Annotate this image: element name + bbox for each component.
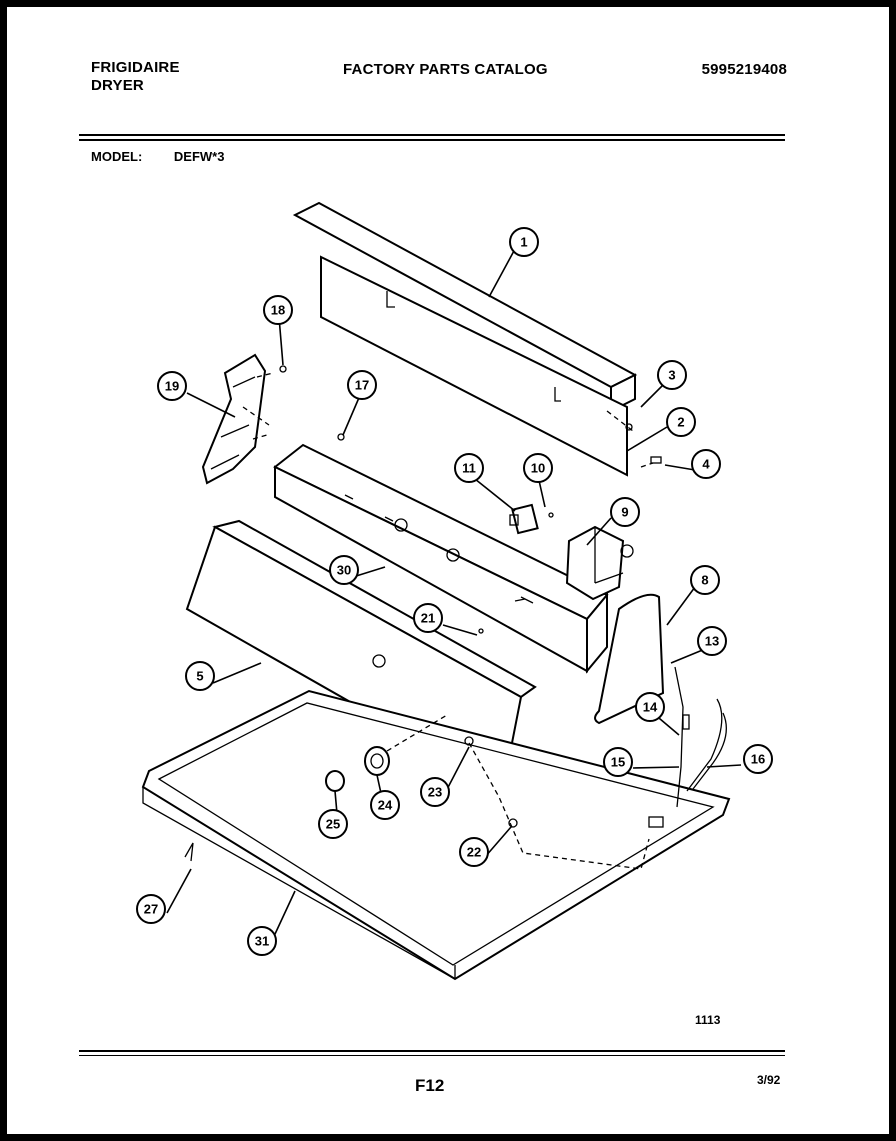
callout-30: 30 <box>329 555 359 585</box>
svg-text:8: 8 <box>701 573 708 588</box>
drawing-number: 1113 <box>695 1013 721 1027</box>
callout-21: 21 <box>413 603 443 633</box>
catalog-part-number: 5995219408 <box>701 61 787 78</box>
control-panel-body-part <box>273 443 609 674</box>
callout-15: 15 <box>603 747 633 777</box>
callout-23: 23 <box>420 777 450 807</box>
svg-text:23: 23 <box>428 785 442 800</box>
svg-text:13: 13 <box>705 634 719 649</box>
knob-part <box>325 746 390 792</box>
model-row: MODEL: DEFW*3 <box>91 149 224 164</box>
exploded-parts-drawing: 1 2 3 4 5 8 9 10 11 13 14 15 16 17 18 19… <box>136 201 773 981</box>
callout-25: 25 <box>318 809 348 839</box>
catalog-title: FACTORY PARTS CATALOG <box>343 61 548 78</box>
svg-text:3: 3 <box>668 368 675 383</box>
parts-diagram-page: FRIGIDAIRE DRYER FACTORY PARTS CATALOG 5… <box>7 7 889 1134</box>
callout-3: 3 <box>657 360 687 390</box>
model-value: DEFW*3 <box>173 149 225 164</box>
svg-text:22: 22 <box>467 845 481 860</box>
top-cover-part <box>141 689 731 981</box>
assembly-line <box>386 714 448 752</box>
callout-18: 18 <box>263 295 293 325</box>
product-type: DRYER <box>91 77 144 94</box>
svg-text:15: 15 <box>611 755 625 770</box>
callout-13: 13 <box>697 626 727 656</box>
svg-text:18: 18 <box>271 303 285 318</box>
callout-31: 31 <box>247 926 277 956</box>
push-switch-part <box>509 503 539 535</box>
svg-text:17: 17 <box>355 378 369 393</box>
callout-16: 16 <box>743 744 773 774</box>
svg-text:31: 31 <box>255 934 269 949</box>
callout-1: 1 <box>509 227 539 257</box>
callout-19: 19 <box>157 371 187 401</box>
callout-9: 9 <box>610 497 640 527</box>
svg-text:24: 24 <box>378 798 393 813</box>
header-rule-top <box>79 134 785 136</box>
control-hood-part <box>292 201 638 477</box>
callout-4: 4 <box>691 449 721 479</box>
callout-14: 14 <box>635 692 665 722</box>
svg-text:14: 14 <box>643 700 658 715</box>
callout-8: 8 <box>690 565 720 595</box>
svg-text:16: 16 <box>751 752 765 767</box>
end-cap-part <box>594 593 665 725</box>
svg-text:5: 5 <box>196 669 203 684</box>
callout-2: 2 <box>666 407 696 437</box>
callout-17: 17 <box>347 370 377 400</box>
page-number: F12 <box>415 1076 445 1095</box>
svg-text:9: 9 <box>621 505 628 520</box>
svg-text:1: 1 <box>520 235 527 250</box>
callout-10: 10 <box>523 453 553 483</box>
svg-text:25: 25 <box>326 817 340 832</box>
svg-text:11: 11 <box>462 461 476 476</box>
footer-rule-top <box>79 1050 785 1052</box>
svg-text:30: 30 <box>337 563 351 578</box>
callout-5: 5 <box>185 661 215 691</box>
svg-text:27: 27 <box>144 902 158 917</box>
svg-text:10: 10 <box>531 461 545 476</box>
revision-date: 3/92 <box>757 1073 781 1087</box>
callout-24: 24 <box>370 790 400 820</box>
svg-text:2: 2 <box>677 415 684 430</box>
timer-part <box>565 525 634 601</box>
svg-text:21: 21 <box>421 611 435 626</box>
fastener-parts <box>184 365 662 862</box>
svg-text:19: 19 <box>165 379 179 394</box>
callout-22: 22 <box>459 837 489 867</box>
end-bracket-part <box>201 353 274 485</box>
svg-text:4: 4 <box>702 457 710 472</box>
callout-27: 27 <box>136 894 166 924</box>
brand-block: FRIGIDAIRE DRYER <box>91 59 180 95</box>
assembly-line <box>468 410 654 870</box>
model-label: MODEL: <box>91 149 143 164</box>
callout-11: 11 <box>454 453 484 483</box>
brand-name: FRIGIDAIRE <box>91 59 180 76</box>
header-rule-bottom <box>79 139 785 141</box>
footer-rule-bottom <box>79 1055 785 1056</box>
wire-harness-part <box>674 666 727 808</box>
